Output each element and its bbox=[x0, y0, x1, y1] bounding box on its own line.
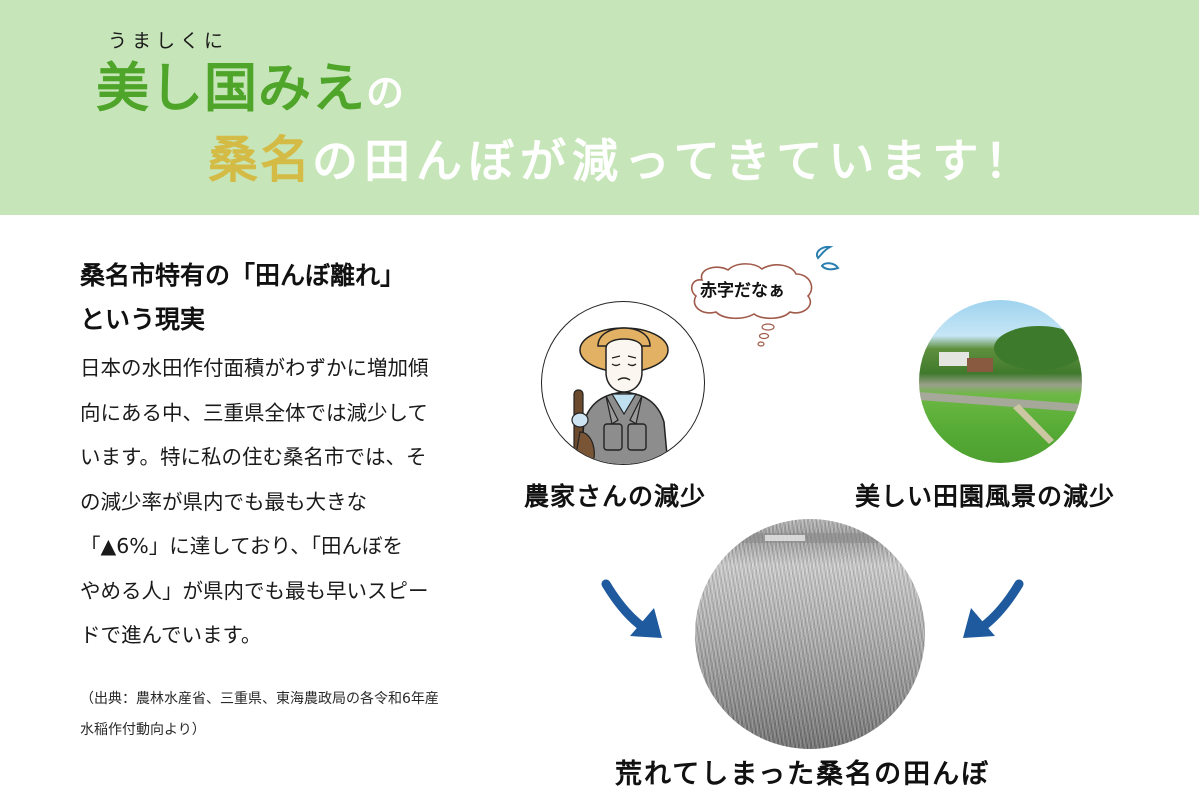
arrow-down-left-icon bbox=[963, 579, 1024, 638]
rural-landscape-photo bbox=[919, 300, 1082, 463]
source-citation: （出典：農林水産省、三重県、東海農政局の各令和6年産 水稲作付動向より） bbox=[80, 684, 510, 746]
title-line-2-rest: の田んぼが減ってきています！ bbox=[312, 134, 1037, 188]
article-body: 日本の水田作付面積がわずかに増加傾 向にある中、三重県全体では減少して います。… bbox=[80, 346, 500, 658]
body-line: 向にある中、三重県全体では減少して bbox=[80, 400, 428, 425]
body-line: ドで進んでいます。 bbox=[80, 623, 262, 647]
abandoned-fields-label: 荒れてしまった桑名の田んぼ bbox=[615, 759, 991, 790]
header-banner: うましくに 美し国みえの 桑名の田んぼが減ってきています！ bbox=[0, 0, 1199, 215]
body-line: 「▲6%」に達しており、「田んぼを bbox=[80, 534, 403, 558]
body-line: やめる人」が県内でも最も早いスピー bbox=[80, 578, 429, 603]
landscape-decrease-label: 美しい田園風景の減少 bbox=[855, 482, 1116, 511]
article-heading-line-1: 桑名市特有の「田んぼ離れ」 bbox=[80, 261, 406, 290]
landscape-image-icon bbox=[919, 326, 1082, 444]
title-line-2: 桑名の田んぼが減ってきています！ bbox=[208, 120, 1036, 192]
arrow-down-right-icon bbox=[601, 579, 662, 638]
sweat-drops-icon bbox=[816, 245, 840, 271]
source-line-2: 水稲作付動向より） bbox=[80, 722, 206, 738]
farmer-decrease-label: 農家さんの減少 bbox=[524, 482, 707, 511]
body-line: 日本の水田作付面積がわずかに増加傾 bbox=[80, 356, 429, 380]
thought-dots-icon bbox=[757, 323, 775, 347]
farmer-icon bbox=[571, 327, 669, 464]
body-line: の減少率が県内でも最も大きな bbox=[80, 489, 367, 514]
title-ruby: うましくに bbox=[108, 30, 229, 52]
title-line-1-suffix: の bbox=[366, 71, 405, 115]
thought-bubble-text: 赤字だなぁ bbox=[700, 281, 785, 301]
title-kuwana-highlight: 桑名 bbox=[208, 131, 312, 189]
farmer-illustration bbox=[541, 301, 705, 465]
title-line-1: 美し国みえの bbox=[96, 46, 404, 122]
source-line-1: （出典：農林水産省、三重県、東海農政局の各令和6年産 bbox=[80, 691, 439, 707]
article-heading: 桑名市特有の「田んぼ離れ」 という現実 bbox=[80, 254, 500, 342]
body-line: います。特に私の住む桑名市では、そ bbox=[80, 445, 427, 469]
article-heading-line-2: という現実 bbox=[80, 305, 206, 334]
thought-bubble-icon bbox=[690, 263, 813, 320]
field-image-icon bbox=[735, 533, 885, 543]
abandoned-field-photo bbox=[695, 519, 925, 749]
title-mie-highlight: 美し国みえ bbox=[96, 58, 366, 119]
